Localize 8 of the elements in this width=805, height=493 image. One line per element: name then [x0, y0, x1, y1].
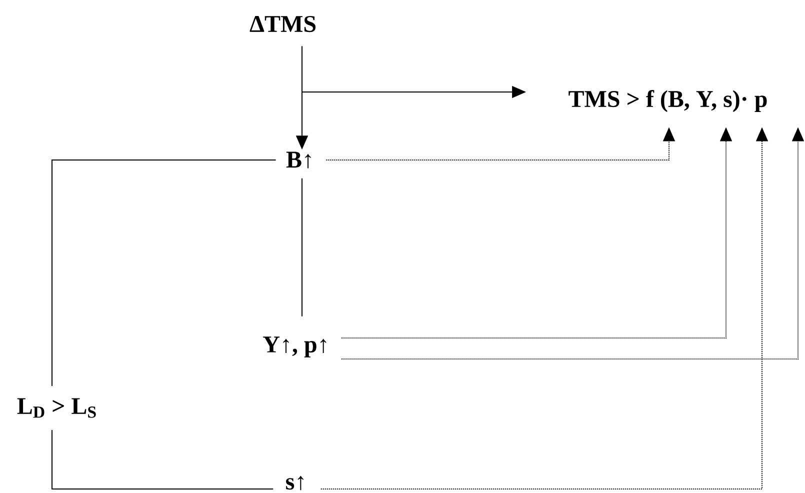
- formula-text: TMS > f (B, Y, s)· p: [568, 90, 767, 112]
- connector-line: [52, 160, 276, 386]
- connector-line: [52, 430, 274, 490]
- variable-label: Y↑, p↑: [263, 336, 326, 358]
- variable-label: L$_{D}$ > L$_{S}$: [17, 398, 96, 418]
- variable-label: B↑: [286, 152, 311, 168]
- variable-label: ΔTMS: [250, 16, 316, 32]
- variable-label: s↑: [286, 476, 304, 490]
